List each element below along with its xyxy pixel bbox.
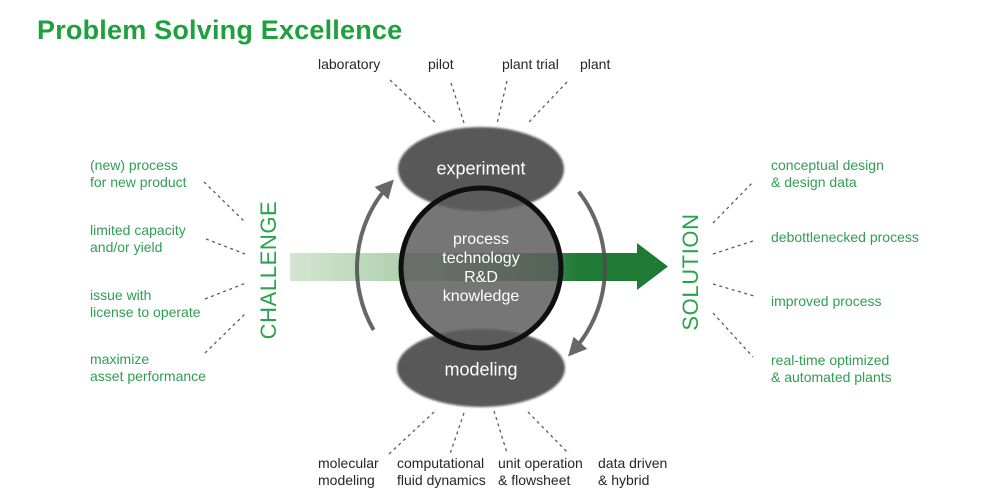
connector-solution-1 [712, 180, 755, 224]
knowledge-hub-shape [398, 185, 564, 351]
solution-item-improved-process: improved process [771, 293, 882, 309]
connector-pilot [450, 82, 465, 124]
modeling-node-shape [397, 329, 565, 407]
axis-challenge: CHALLENGE [256, 200, 281, 340]
challenge-item-new-process: (new) process for new product [90, 157, 187, 190]
experiment-method-laboratory: laboratory [318, 56, 381, 72]
connector-challenge-1 [203, 181, 246, 223]
cycle-arrow-right [568, 190, 607, 357]
cycle-arrow-left [355, 179, 394, 331]
connector-solution-2 [712, 240, 754, 255]
connector-plant-trial [496, 80, 508, 125]
knowledge-hub-label: process technology R&D knowledge [442, 231, 520, 305]
experiment-node-label: experiment [436, 158, 526, 179]
connector-unit-operation [493, 410, 508, 454]
connector-challenge-2 [205, 238, 246, 255]
experiment-method-plant-trial: plant trial [502, 56, 559, 72]
modeling-method-data-driven: data driven & hybrid [598, 455, 668, 488]
connector-data-driven [527, 411, 570, 455]
experiment-method-pilot: pilot [428, 56, 454, 72]
page-title: Problem Solving Excellence [37, 15, 403, 45]
experiment-node-shape [398, 127, 564, 211]
modeling-node-label: modeling [444, 359, 518, 380]
axis-solution: SOLUTION [678, 213, 703, 331]
challenge-item-limited-capacity: limited capacity and/or yield [90, 222, 186, 255]
solution-item-debottlenecked: debottlenecked process [771, 229, 919, 245]
connector-challenge-3 [204, 282, 247, 300]
experiment-method-plant: plant [580, 56, 611, 72]
modeling-method-molecular: molecular modeling [318, 455, 379, 488]
solution-item-real-time: real-time optimized & automated plants [771, 352, 892, 385]
connector-solution-3 [712, 283, 755, 297]
challenge-item-asset-performance: maximize asset performance [90, 351, 206, 384]
connector-laboratory [389, 79, 437, 124]
challenge-item-license: issue with license to operate [90, 287, 201, 320]
solution-item-conceptual-design: conceptual design & design data [771, 157, 884, 190]
connector-cfd [449, 412, 465, 455]
connector-plant [528, 81, 568, 123]
connector-lines [203, 79, 755, 455]
modeling-method-unit-operation: unit operation & flowsheet [498, 455, 583, 488]
connector-molecular-modeling [388, 411, 435, 455]
connector-challenge-4 [204, 312, 247, 354]
connector-solution-4 [712, 312, 754, 358]
modeling-method-cfd: computational fluid dynamics [397, 455, 486, 488]
